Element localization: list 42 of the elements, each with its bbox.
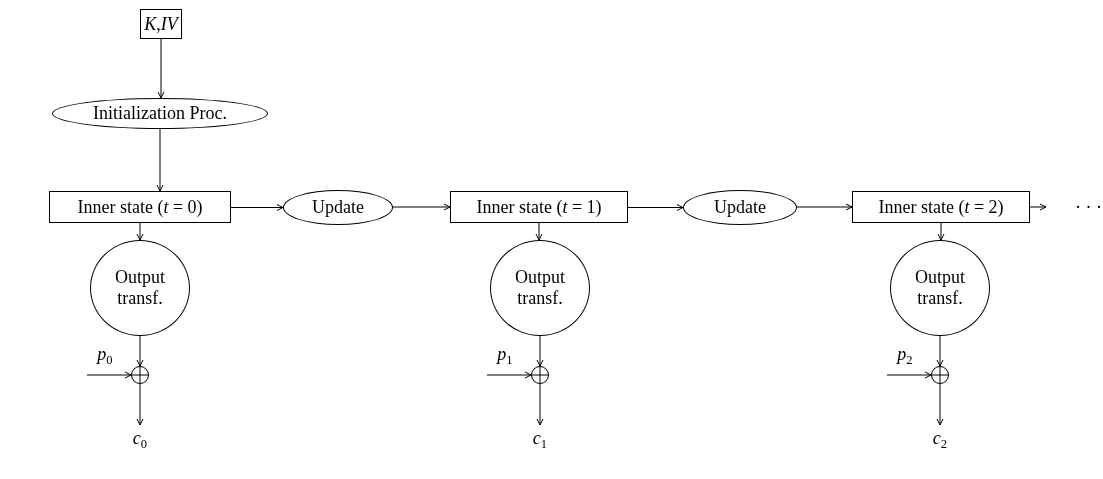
xor-circle — [931, 366, 949, 384]
label-text: p$_{1}$ — [487, 344, 523, 375]
label-text: p$_{2}$ — [887, 344, 923, 375]
node-label: Initialization Proc. — [93, 103, 227, 124]
arrow — [86, 371, 132, 379]
arrow — [886, 371, 932, 379]
node-label: Inner state (t = 2) — [878, 196, 1004, 218]
process-box — [852, 191, 1030, 223]
xor-circle — [131, 366, 149, 384]
process-box — [49, 191, 231, 223]
arrow — [136, 222, 144, 241]
arrow — [535, 222, 543, 241]
label-text: c$_{2}$ — [925, 425, 955, 451]
arrow — [230, 204, 284, 211]
arrow — [627, 204, 684, 211]
node-label: Output transf. — [114, 267, 166, 309]
arrow — [486, 371, 532, 379]
node-label: Output transf. — [914, 267, 966, 309]
arrow — [157, 38, 165, 99]
arrow — [136, 335, 144, 367]
label-text: c$_{0}$ — [125, 425, 155, 451]
arrow — [392, 203, 451, 211]
node-label: Update — [312, 197, 364, 218]
arrow — [937, 222, 945, 241]
node-label: Update — [714, 197, 766, 218]
arrow — [936, 383, 944, 426]
arrow — [1029, 203, 1047, 211]
arrow — [536, 335, 544, 367]
arrow — [796, 203, 853, 211]
node-label: Output transf. — [514, 267, 566, 309]
label-text: c$_{1}$ — [525, 425, 555, 451]
node-label: Inner state (t = 0) — [77, 196, 203, 218]
arrow — [136, 383, 144, 426]
arrow — [156, 128, 164, 192]
process-box — [450, 191, 628, 223]
label-text: p$_{0}$ — [87, 344, 123, 375]
arrow — [536, 383, 544, 426]
node-label: K,IV — [144, 13, 178, 35]
label-text: · · · — [1046, 194, 1102, 220]
xor-circle — [531, 366, 549, 384]
arrow — [936, 335, 944, 367]
node-label: Inner state (t = 1) — [476, 196, 602, 218]
